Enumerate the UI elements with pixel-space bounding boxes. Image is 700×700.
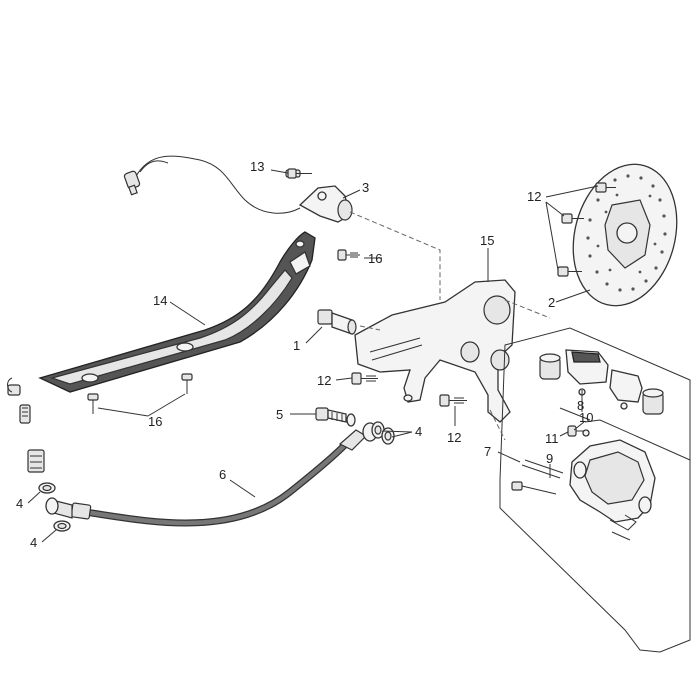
brake-hose xyxy=(45,422,378,527)
callout-4-right: 4 xyxy=(415,424,422,439)
brake-disc xyxy=(572,163,678,307)
callout-labels: 13 3 16 15 12 2 14 1 12 5 4 12 7 8 10 11… xyxy=(16,159,593,550)
callout-9: 9 xyxy=(546,451,553,466)
callout-11: 11 xyxy=(545,431,559,446)
sleeve-1 xyxy=(317,309,357,335)
caliper-bracket xyxy=(354,279,516,423)
callout-12-disc: 12 xyxy=(527,189,541,204)
callout-4-upper-left: 4 xyxy=(16,496,23,511)
dashed-connectors xyxy=(349,211,551,441)
callout-7: 7 xyxy=(484,444,491,459)
callout-13: 13 xyxy=(250,159,264,174)
callout-3: 3 xyxy=(362,180,369,195)
callout-12-low: 12 xyxy=(447,430,461,445)
callout-2: 2 xyxy=(548,295,555,310)
callout-4-lower-left: 4 xyxy=(30,535,37,550)
bleed-screw-10-11 xyxy=(567,425,590,437)
callout-1: 1 xyxy=(293,338,300,353)
callout-8: 8 xyxy=(577,398,584,413)
callout-12-mid: 12 xyxy=(317,373,331,388)
bolt-12-low xyxy=(439,394,467,407)
pads-pistons xyxy=(539,349,664,415)
screws-16-bottom xyxy=(87,373,193,414)
callout-15: 15 xyxy=(480,233,494,248)
banjo-bolt-5 xyxy=(315,407,356,427)
callout-16-top: 16 xyxy=(368,251,382,266)
washers-4-right xyxy=(371,421,395,445)
callout-14: 14 xyxy=(153,293,167,308)
callout-6: 6 xyxy=(219,467,226,482)
caliper-kit-box xyxy=(499,327,691,653)
callout-16-bottom: 16 xyxy=(148,414,162,429)
bolt-13 xyxy=(287,168,312,179)
caliper-body xyxy=(569,439,656,541)
pins-9 xyxy=(511,459,564,495)
chain-guide xyxy=(38,231,316,393)
callout-10: 10 xyxy=(579,410,593,425)
bolt-12-mid xyxy=(351,372,378,385)
disc-bolts-12 xyxy=(557,182,616,277)
bolt-16-top xyxy=(337,249,360,261)
callout-5: 5 xyxy=(276,407,283,422)
sensor-assembly xyxy=(123,155,353,223)
leader-lines xyxy=(27,169,599,543)
left-fittings xyxy=(7,377,71,532)
